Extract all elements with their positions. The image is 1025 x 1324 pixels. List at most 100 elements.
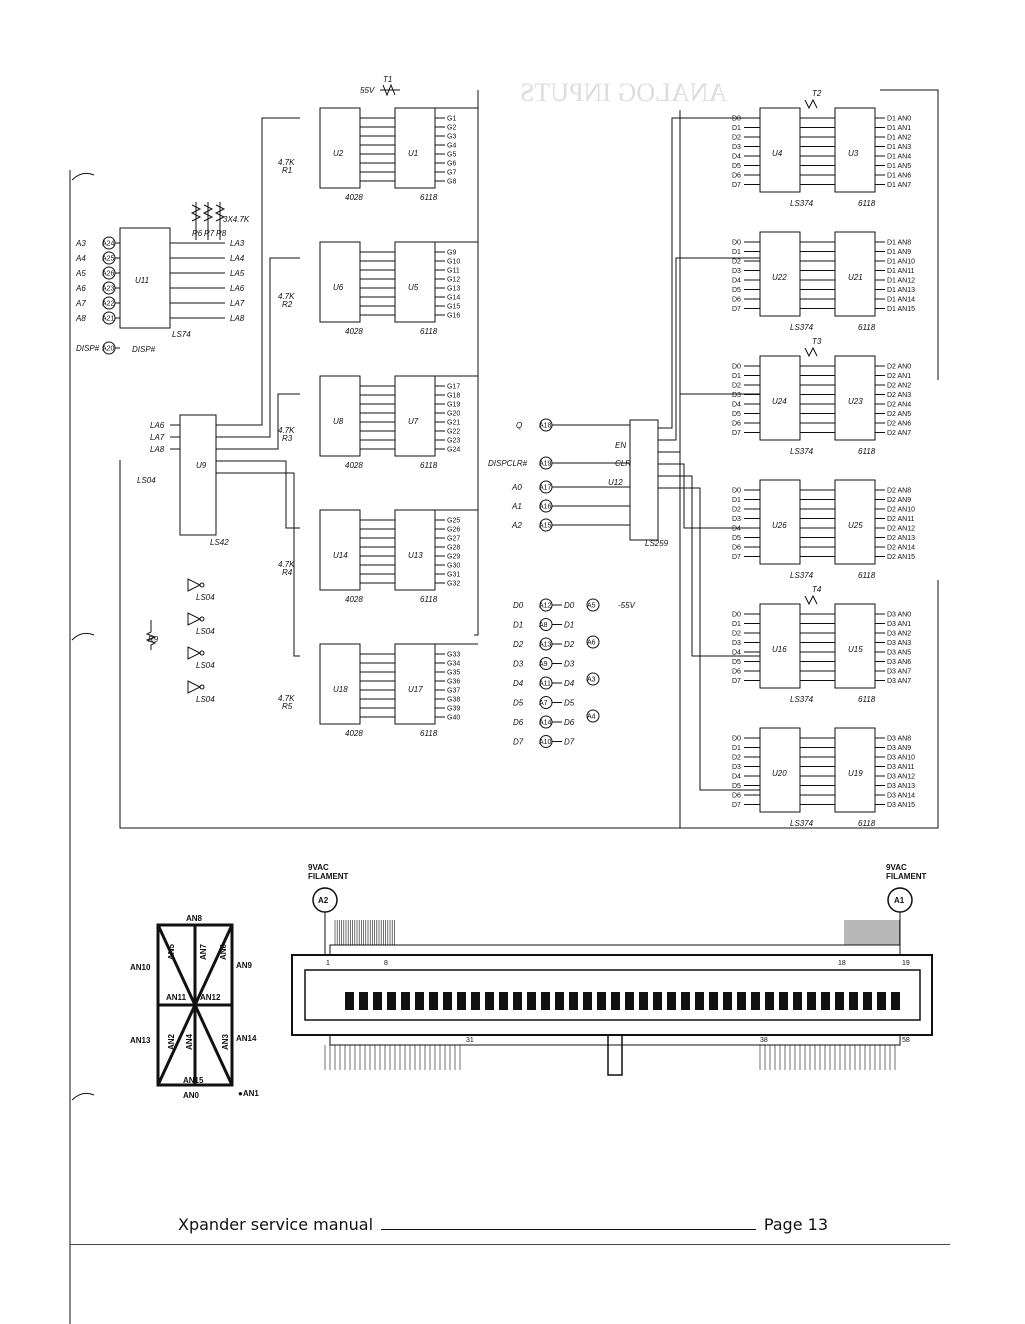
driver-output-label: G18 [447, 393, 460, 400]
right-row-label: D0 [732, 488, 741, 495]
right-row-label: D3 [732, 640, 741, 647]
disp-net-label: DISP# [132, 345, 156, 354]
right-row-label: D7 [732, 306, 741, 313]
display-char-cell [779, 992, 788, 1010]
right-output-label: D2 AN7 [887, 430, 911, 437]
power-pin [586, 598, 600, 612]
right-row-label: D2 [732, 507, 741, 514]
databus-pin-label: A11 [539, 681, 551, 688]
databus-row-label: D3 [513, 660, 524, 669]
display-char-cell [611, 992, 620, 1010]
right-latch-type: LS374 [790, 819, 814, 828]
driver-output-label: G34 [447, 661, 460, 668]
driver-dac-type: 6118 [420, 595, 438, 604]
power-supply-label: -55V [618, 601, 636, 610]
inverter-symbol [187, 646, 202, 660]
right-latch-type: LS374 [790, 447, 814, 456]
right-output-label: D1 AN11 [887, 268, 915, 275]
u11-input-pin-label: A25 [102, 256, 115, 263]
driver-output-label: G16 [447, 313, 460, 320]
driver-latch-chip [319, 375, 361, 457]
right-row-label: D2 [732, 755, 741, 762]
right-output-label: D1 AN4 [887, 154, 911, 161]
driver-output-label: G24 [447, 447, 460, 454]
inverter-bubble [199, 582, 205, 588]
seg-diag-ur: AN6 [219, 943, 228, 960]
right-dac-type: 6118 [858, 447, 876, 456]
driver-latch-chip [319, 509, 361, 591]
punch-hole-middle [71, 632, 95, 641]
right-dac-chip [834, 603, 876, 689]
display-char-cell [723, 992, 732, 1010]
driver-dac-chip [394, 509, 436, 591]
driver-output-label: G2 [447, 125, 456, 132]
power-pin [586, 672, 600, 686]
driver-output-label: G19 [447, 402, 460, 409]
databus-pin-label: A10 [539, 739, 552, 746]
u12-chip [629, 419, 659, 541]
display-char-cell [653, 992, 662, 1010]
segment-diag-ul [156, 924, 197, 1006]
databus-row-label: D2 [513, 640, 524, 649]
right-row-label: D7 [732, 182, 741, 189]
right-row-label: D1 [732, 249, 741, 256]
u11-input-label: A5 [75, 269, 86, 278]
databus-net-label: D5 [564, 699, 575, 708]
driver-res-value: 4.7K [278, 158, 295, 167]
u12-input-pin-label: A17 [539, 485, 552, 492]
display-char-cell [681, 992, 690, 1010]
driver-res-label: R3 [282, 434, 293, 443]
right-row-label: D0 [732, 612, 741, 619]
right-dac-chip [834, 727, 876, 813]
power-pin-label: A5 [587, 603, 596, 610]
display-char-cell [625, 992, 634, 1010]
driver-output-label: G5 [447, 152, 456, 159]
right-trim-label: T4 [812, 585, 822, 594]
display-bottom-pins [329, 1034, 901, 1046]
right-row-label: D0 [732, 736, 741, 743]
right-output-label: D2 AN0 [887, 364, 911, 371]
right-output-label: D3 AN7 [887, 669, 911, 676]
right-output-label: D1 AN13 [887, 287, 915, 294]
databus-net-label: D6 [564, 718, 575, 727]
right-row-label: D1 [732, 125, 741, 132]
u12-type: LS259 [645, 539, 669, 548]
databus-row-label: D0 [513, 601, 524, 610]
driver-output-label: G15 [447, 304, 460, 311]
databus-net-label: D0 [564, 601, 575, 610]
u11-label: U11 [135, 276, 149, 285]
right-output-label: D2 AN15 [887, 554, 915, 561]
right-output-label: D2 AN14 [887, 545, 915, 552]
r9-resistor [145, 620, 157, 650]
seg-top: AN8 [186, 914, 203, 923]
u12-input-pin-label: A18 [539, 423, 552, 430]
right-output-label: D1 AN9 [887, 249, 911, 256]
driver-output-label: G1 [447, 116, 456, 123]
display-char-cell [793, 992, 802, 1010]
databus-row-label: D6 [513, 718, 524, 727]
right-row-label: D6 [732, 669, 741, 676]
right-row-label: D1 [732, 497, 741, 504]
databus-row-label: D1 [513, 621, 523, 630]
right-row-label: D7 [732, 554, 741, 561]
display-exhaust-tip [607, 1034, 623, 1076]
display-char-cell [639, 992, 648, 1010]
right-row-label: D5 [732, 535, 741, 542]
pullup-wires [195, 202, 221, 240]
right-latch-type: LS374 [790, 571, 814, 580]
display-char-cell [471, 992, 480, 1010]
display-char-cell [359, 992, 368, 1010]
right-output-label: D2 AN3 [887, 392, 911, 399]
databus-net-label: D7 [564, 738, 575, 747]
right-row-label: D2 [732, 135, 741, 142]
right-output-label: D3 AN9 [887, 745, 911, 752]
display-char-cell [541, 992, 550, 1010]
u9-input-label: LA6 [150, 421, 165, 430]
power-pin [586, 709, 600, 723]
databus-pin-label: A8 [539, 622, 548, 629]
